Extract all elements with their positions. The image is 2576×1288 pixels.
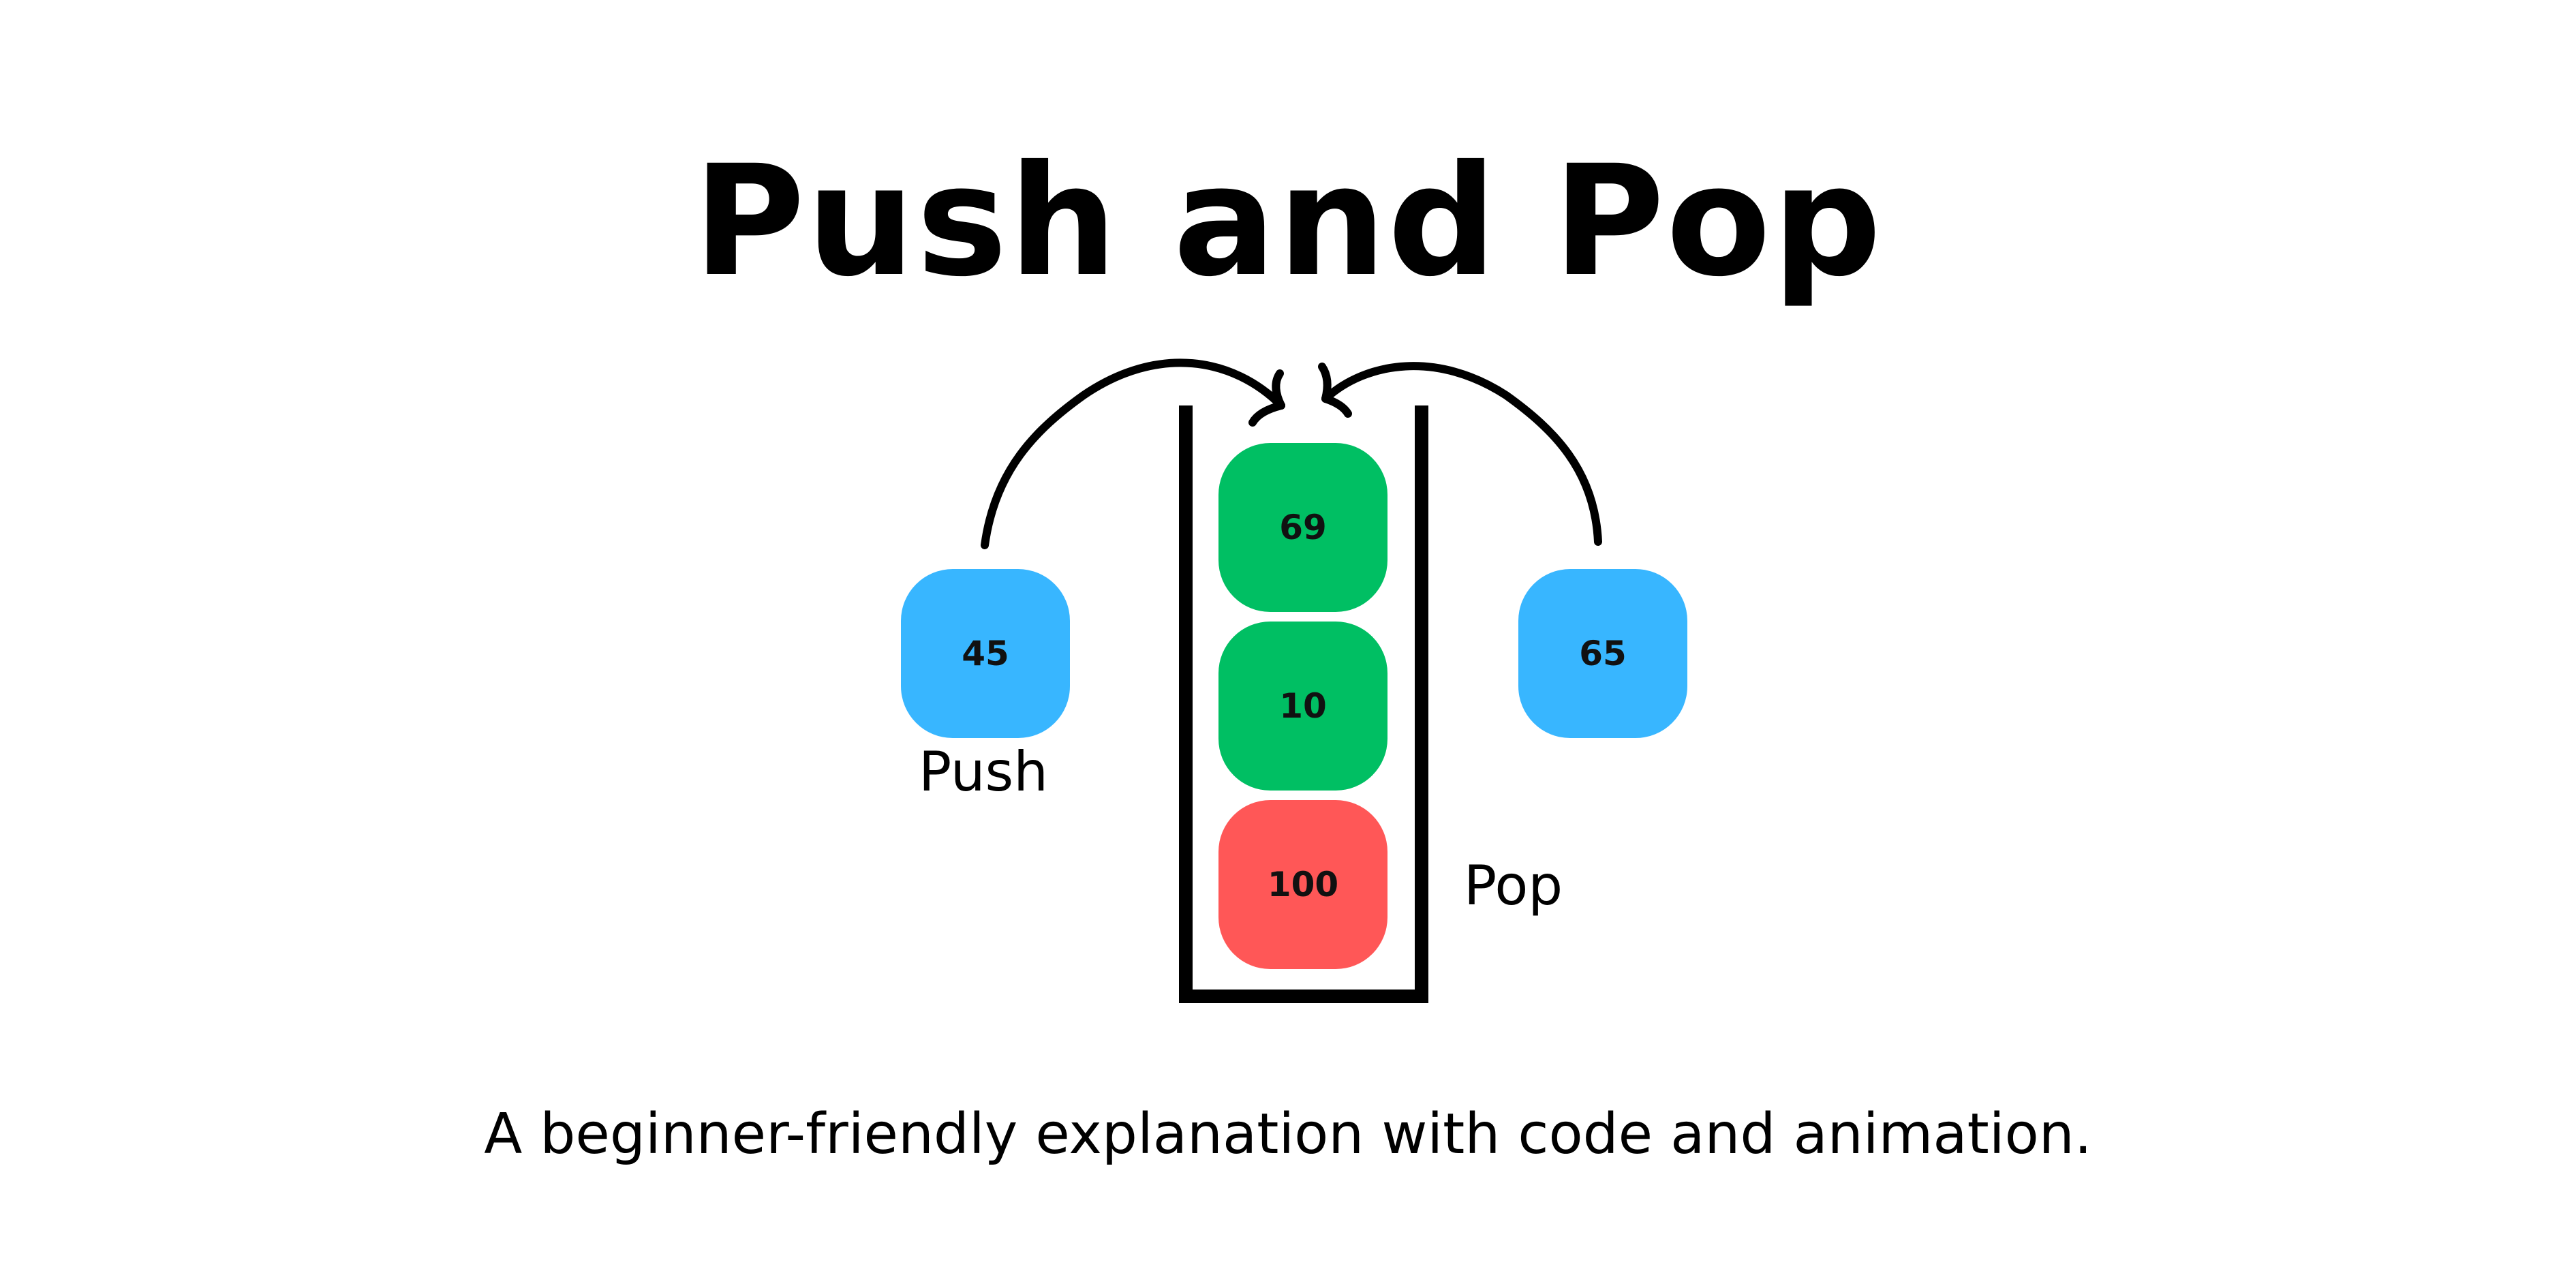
stack-item-bottom: 100: [1218, 800, 1387, 969]
stack-item-value: 100: [1267, 865, 1339, 904]
push-element-value: 45: [962, 634, 1009, 673]
pop-element-value: 65: [1579, 634, 1627, 673]
stack-item-middle: 10: [1218, 622, 1387, 791]
pop-label: Pop: [1464, 854, 1563, 917]
stack-item-value: 69: [1279, 508, 1327, 547]
subtitle: A beginner-friendly explanation with cod…: [484, 1102, 2092, 1167]
stack-item-value: 10: [1279, 686, 1327, 726]
pop-arrow-icon: [1318, 362, 1602, 546]
push-element: 45: [901, 569, 1070, 738]
stack-item-top: 69: [1218, 443, 1387, 612]
push-label: Push: [919, 740, 1048, 803]
page-title: Push and Pop: [693, 132, 1883, 310]
pop-element: 65: [1518, 569, 1687, 738]
push-arrow-icon: [981, 358, 1285, 549]
stack-container: [1179, 405, 1428, 1003]
